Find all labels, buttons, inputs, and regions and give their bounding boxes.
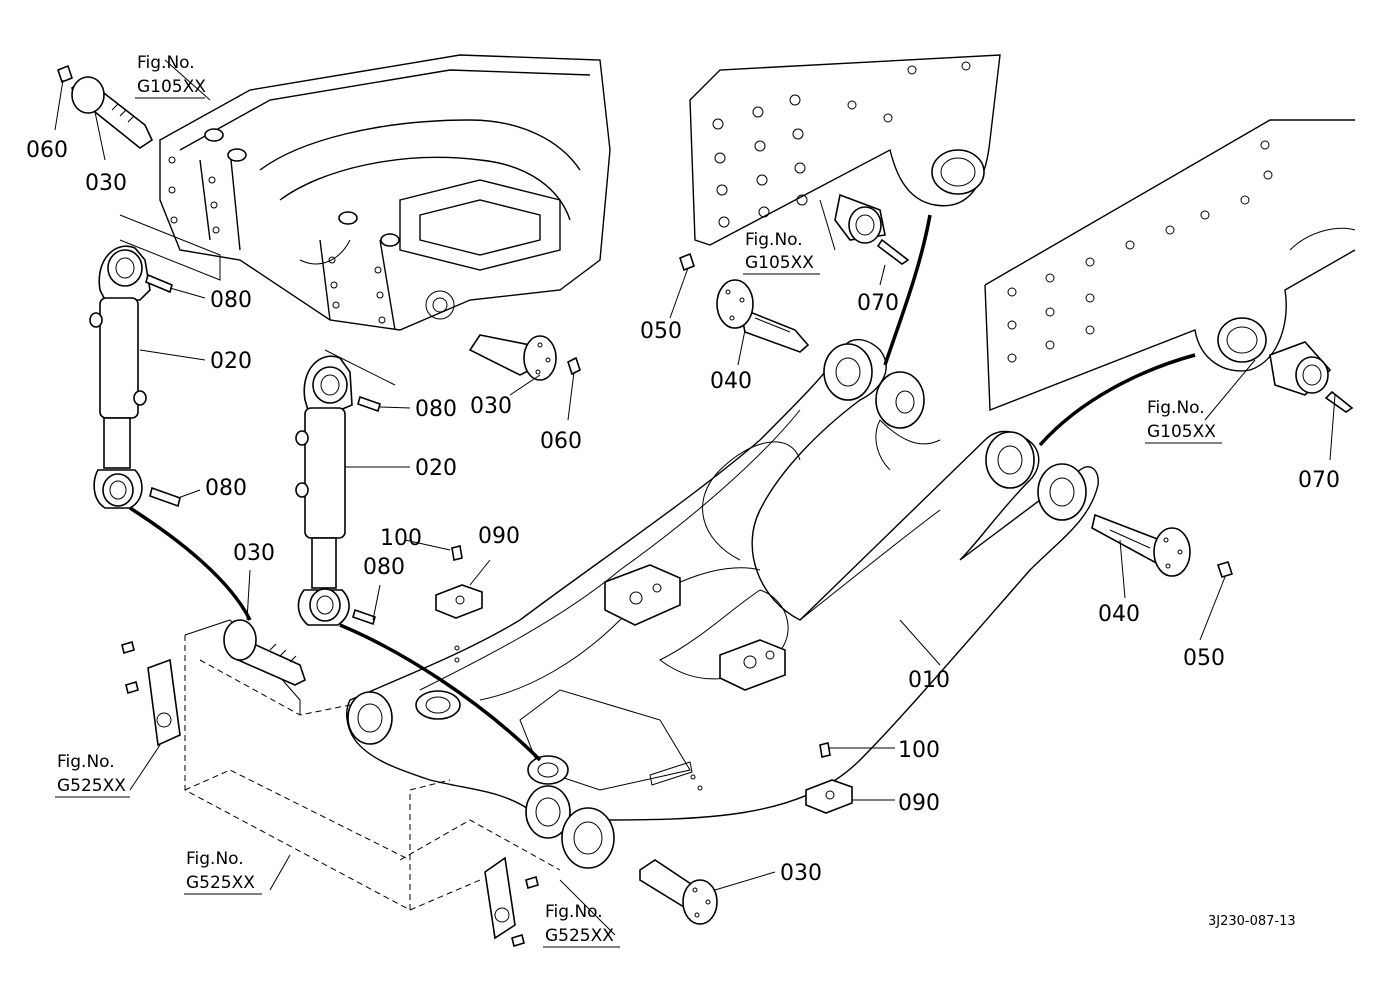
callout-070-a: 070 xyxy=(857,291,899,316)
callout-060-mid: 060 xyxy=(540,429,582,454)
svg-text:G105XX: G105XX xyxy=(1147,422,1216,442)
pads-090 xyxy=(435,584,853,814)
fig-ref-g525-left: Fig.No. G525XX xyxy=(55,752,130,798)
callout-020-a: 020 xyxy=(210,349,252,374)
callout-090-a: 090 xyxy=(478,524,520,549)
bushing-070-upper xyxy=(834,193,910,265)
callout-030-bottom: 030 xyxy=(780,861,822,886)
hydraulic-cylinder-center xyxy=(295,355,353,626)
pin-030-top xyxy=(71,76,154,149)
callout-040-b: 040 xyxy=(1098,602,1140,627)
callout-030-left: 030 xyxy=(233,541,275,566)
fig-ref-g525-bottom-center: Fig.No. G525XX xyxy=(543,902,620,948)
svg-text:Fig.No.: Fig.No. xyxy=(745,230,803,250)
fig-ref-g525-bottom-left: Fig.No. G525XX xyxy=(184,849,262,895)
small-pins-080 xyxy=(145,273,381,626)
pin-040-lower xyxy=(1091,513,1191,577)
callout-050-a: 050 xyxy=(640,319,682,344)
callout-080-a: 080 xyxy=(210,288,252,313)
callout-030-top: 030 xyxy=(85,171,127,196)
fig-ref-g105-top-left: Fig.No. G105XX xyxy=(135,53,206,99)
callout-080-d: 080 xyxy=(363,555,405,580)
callout-labels: 060 030 080 020 080 080 030 060 020 050 … xyxy=(26,138,1340,886)
callout-080-b: 080 xyxy=(415,397,457,422)
pin-030-mid xyxy=(468,334,557,381)
svg-text:Fig.No.: Fig.No. xyxy=(137,53,195,73)
callout-050-b: 050 xyxy=(1183,646,1225,671)
svg-text:Fig.No.: Fig.No. xyxy=(186,849,244,869)
svg-text:G105XX: G105XX xyxy=(137,77,206,97)
svg-text:G525XX: G525XX xyxy=(186,873,255,893)
callout-090-b: 090 xyxy=(898,791,940,816)
svg-text:G525XX: G525XX xyxy=(545,926,614,946)
callout-040-a: 040 xyxy=(710,369,752,394)
svg-text:Fig.No.: Fig.No. xyxy=(57,752,115,772)
callout-030-mid: 030 xyxy=(470,394,512,419)
leader-lines xyxy=(54,59,1336,936)
right-mounting-plate-lower xyxy=(984,119,1356,412)
callout-080-c: 080 xyxy=(205,476,247,501)
pin-030-left xyxy=(223,619,306,686)
front-frame-assembly xyxy=(119,54,611,386)
pin-030-bottom xyxy=(639,859,718,925)
pin-040-upper xyxy=(716,279,810,353)
bushing-070-lower xyxy=(1269,341,1354,413)
lower-frame-block xyxy=(184,619,561,911)
svg-text:G525XX: G525XX xyxy=(57,776,126,796)
assembly-paths xyxy=(129,214,1196,762)
fig-ref-g105-right: Fig.No. G105XX xyxy=(1145,398,1222,444)
side-brackets xyxy=(147,658,516,940)
hydraulic-cylinder-left xyxy=(89,245,151,509)
right-mounting-plate-upper xyxy=(689,54,1001,246)
callout-010: 010 xyxy=(908,668,950,693)
svg-text:Fig.No.: Fig.No. xyxy=(545,902,603,922)
lift-arm-010 xyxy=(346,338,1099,869)
callout-020-b: 020 xyxy=(415,456,457,481)
drawing-code: 3J230-087-13 xyxy=(1208,914,1296,929)
svg-text:G105XX: G105XX xyxy=(745,253,814,273)
callout-070-b: 070 xyxy=(1298,468,1340,493)
callout-060-top: 060 xyxy=(26,138,68,163)
callout-100-a: 100 xyxy=(380,526,422,551)
callout-100-b: 100 xyxy=(898,738,940,763)
figure-references: Fig.No. G105XX Fig.No. G105XX Fig.No. G1… xyxy=(55,53,1222,948)
bolts xyxy=(57,64,1234,948)
fig-ref-g105-center: Fig.No. G105XX xyxy=(743,230,820,275)
svg-text:Fig.No.: Fig.No. xyxy=(1147,398,1205,418)
